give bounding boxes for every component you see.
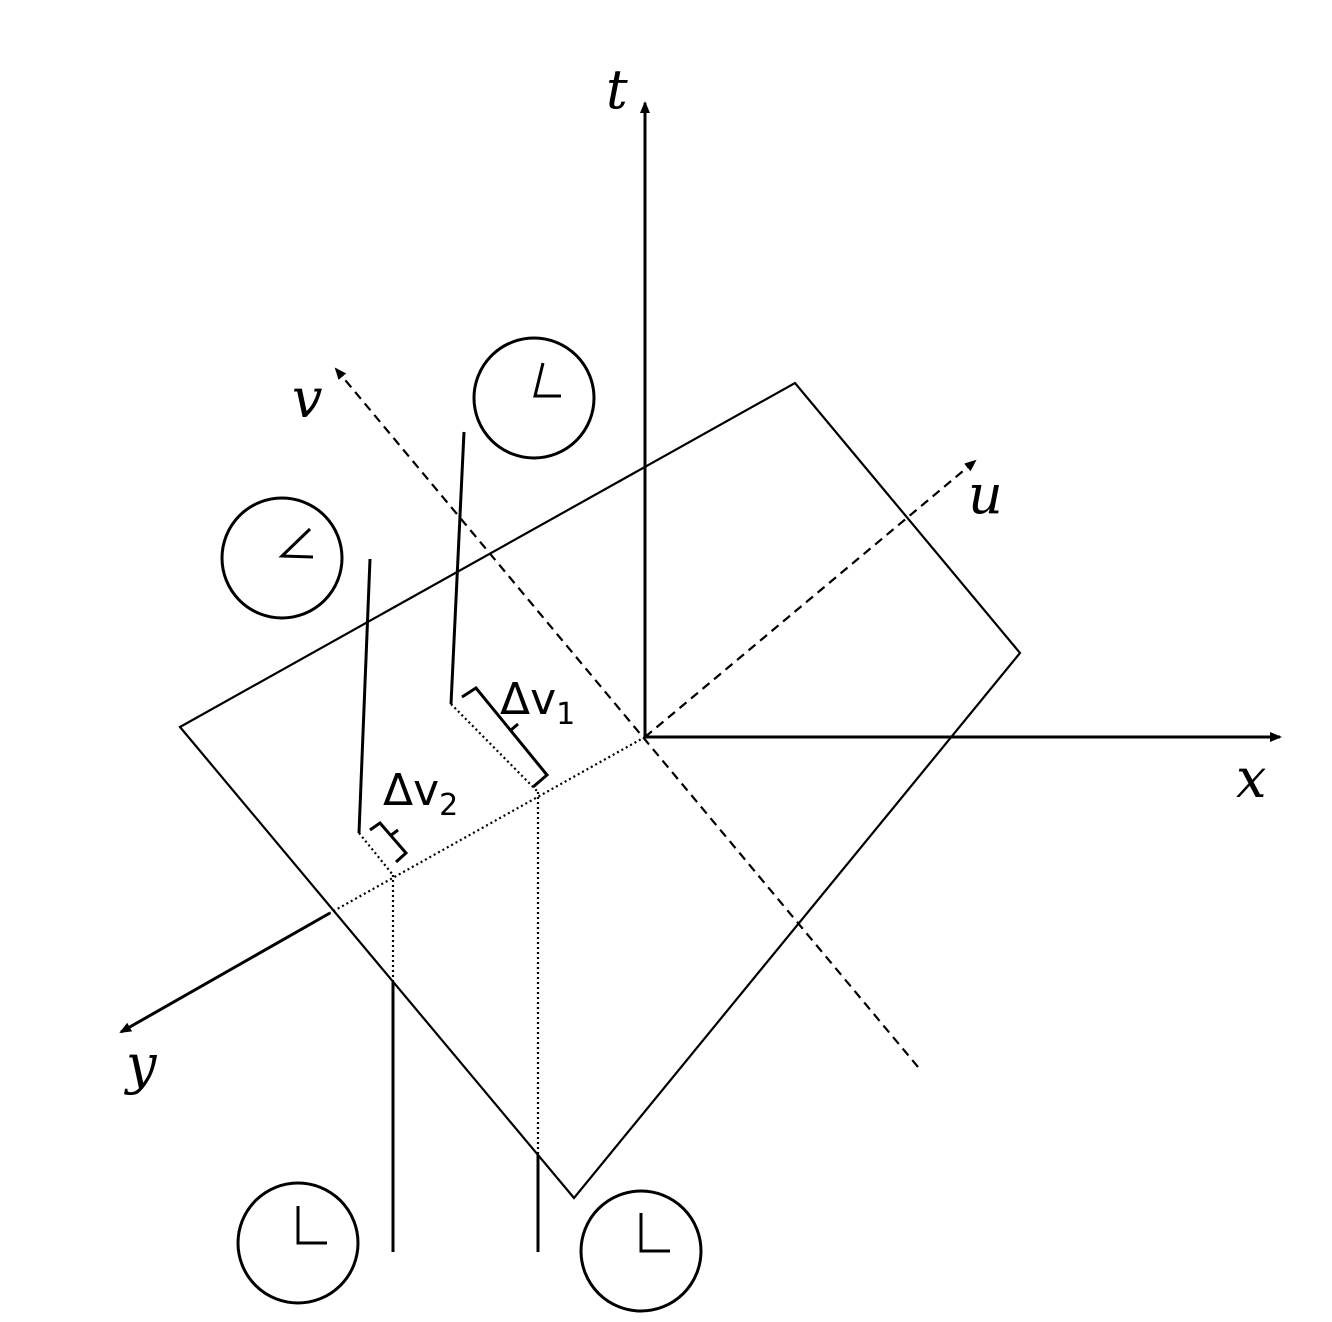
projection-2 — [358, 832, 394, 876]
clock-hands — [533, 362, 561, 398]
clock-bottom-left — [236, 1181, 360, 1305]
t-axis-label: t — [606, 58, 628, 121]
clock-hands — [278, 527, 314, 559]
v-axis — [334, 367, 919, 1068]
u-axis — [644, 459, 977, 738]
worldline-upper-left — [357, 558, 372, 834]
x-axis-label: x — [1236, 747, 1266, 810]
y-axis — [119, 911, 331, 1034]
delta-v1-bracket — [461, 686, 550, 789]
y-axis-label: y — [124, 1033, 158, 1096]
clock-top-left — [220, 496, 344, 620]
projection-1 — [450, 703, 539, 793]
worldline-upper-right — [449, 431, 466, 705]
u-axis-label: u — [968, 463, 1003, 526]
tilted-plane — [178, 381, 1022, 1200]
delta-v2-bracket — [369, 820, 409, 864]
delta-v1-sub: 1 — [556, 697, 575, 732]
y-axis-dotted — [329, 736, 646, 914]
clock-hands — [639, 1213, 670, 1253]
delta-v1-label: Δv1 — [500, 674, 575, 732]
delta-v2-label: Δv2 — [383, 765, 458, 823]
delta-v2-base: Δv — [383, 765, 439, 816]
clock-top-right — [472, 336, 596, 460]
delta-v2-sub: 2 — [439, 788, 458, 823]
v-axis-label: v — [292, 367, 323, 430]
clock-bottom-right — [579, 1189, 703, 1313]
delta-v1-base: Δv — [500, 674, 556, 725]
clock-hands — [296, 1206, 327, 1245]
